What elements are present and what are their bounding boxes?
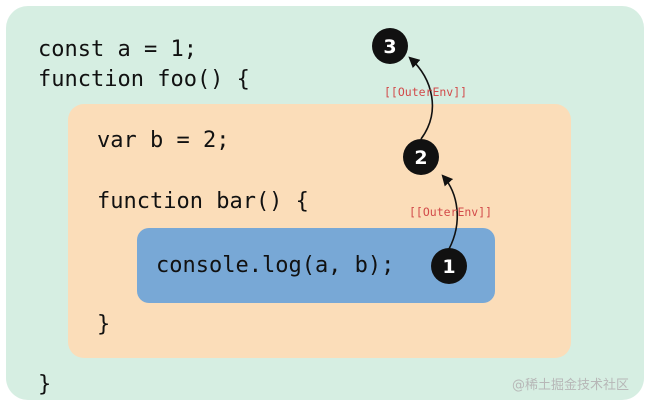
- scope-node-3-circle: [372, 28, 408, 64]
- outer-env-arrow-1-to-2: [441, 174, 459, 250]
- scope-node-3-label: 3: [383, 36, 396, 58]
- scope-node-2-label: 2: [414, 147, 427, 169]
- scope-node-2-circle: [403, 139, 439, 175]
- code-line-close-bar: }: [97, 312, 111, 337]
- scope-node-1-circle: [431, 248, 467, 284]
- scope-node-1: 1: [431, 248, 467, 284]
- scope-node-3: 3: [372, 28, 408, 64]
- code-line-const-a: const a = 1;: [38, 37, 197, 62]
- code-line-close-foo: }: [38, 372, 52, 397]
- code-line-console-log: console.log(a, b);: [156, 253, 395, 278]
- code-line-function-bar: function bar() {: [97, 189, 309, 214]
- code-line-function-foo: function foo() {: [38, 67, 250, 92]
- scope-node-2: 2: [403, 139, 439, 175]
- code-line-var-b: var b = 2;: [97, 128, 230, 153]
- watermark: @稀土掘金技术社区: [512, 378, 630, 393]
- outer-env-label-upper: [[OuterEnv]]: [384, 85, 468, 99]
- scope-node-1-label: 1: [442, 256, 455, 278]
- outer-env-arrow-2-to-3: [408, 56, 434, 140]
- outer-env-label-lower: [[OuterEnv]]: [409, 205, 493, 219]
